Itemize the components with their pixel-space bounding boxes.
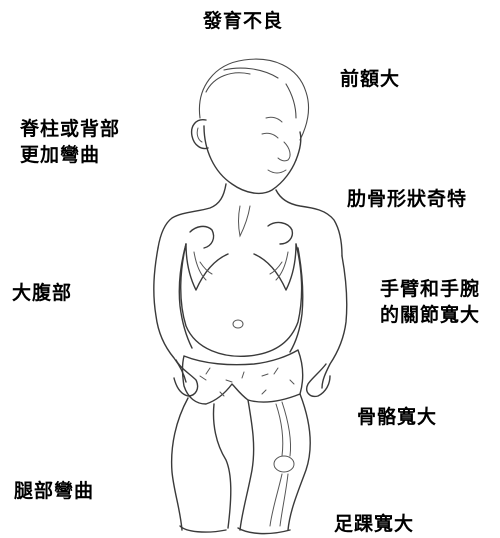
label-wide-wrist-joints-line-2: 的關節寬大 <box>380 302 480 328</box>
label-large-abdomen-text: 大腹部 <box>12 280 72 306</box>
label-wide-bones: 骨骼寬大 <box>357 404 437 430</box>
label-bowed-legs: 腿部彎曲 <box>14 478 94 504</box>
label-wide-ankles: 足踝寬大 <box>334 511 414 537</box>
label-large-abdomen: 大腹部 <box>12 280 72 306</box>
label-stunted-growth: 發育不良 <box>203 8 283 34</box>
label-curved-spine: 脊柱或背部 更加彎曲 <box>20 116 120 168</box>
child-legs <box>172 394 311 534</box>
label-wide-ankles-text: 足踝寬大 <box>334 511 414 537</box>
label-large-forehead: 前額大 <box>340 66 400 92</box>
label-curved-spine-line-1: 脊柱或背部 <box>20 116 120 142</box>
label-wide-wrist-joints: 手臂和手腕 的關節寬大 <box>380 276 480 328</box>
label-wide-wrist-joints-line-1: 手臂和手腕 <box>380 276 480 302</box>
child-head <box>192 59 309 193</box>
label-stunted-growth-text: 發育不良 <box>203 8 283 34</box>
label-odd-ribs-text: 肋骨形狀奇特 <box>347 186 467 212</box>
label-bowed-legs-text: 腿部彎曲 <box>14 478 94 504</box>
child-shorts <box>183 350 303 404</box>
label-curved-spine-line-2: 更加彎曲 <box>20 142 120 168</box>
label-odd-ribs: 肋骨形狀奇特 <box>347 186 467 212</box>
label-large-forehead-text: 前額大 <box>340 66 400 92</box>
label-wide-bones-text: 骨骼寬大 <box>357 404 437 430</box>
